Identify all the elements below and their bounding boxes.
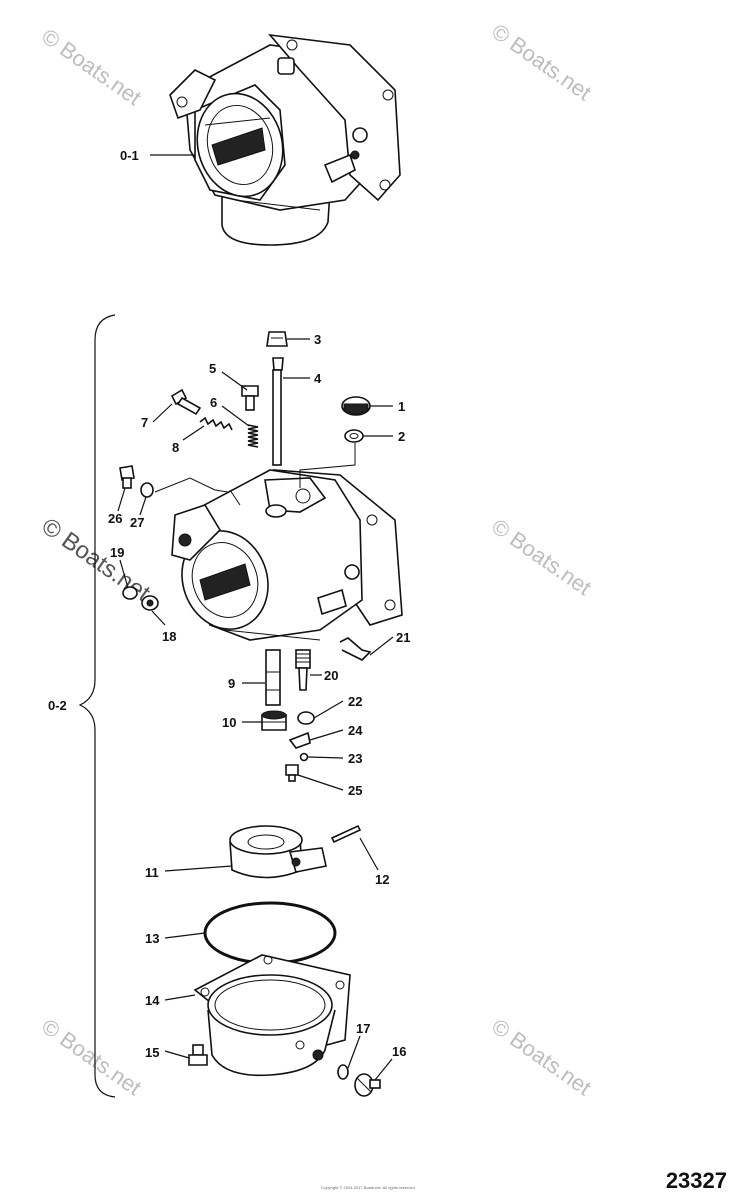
part-15-screw <box>188 1044 208 1066</box>
callout-18: 18 <box>162 629 176 644</box>
carburetor-assembly-top <box>169 33 401 246</box>
part-16-bolt <box>354 1073 381 1097</box>
callout-20: 20 <box>324 668 338 683</box>
part-10-plug <box>261 710 287 731</box>
part-5-screw <box>241 385 259 411</box>
watermark-top-right: © Boats.net <box>487 19 596 106</box>
callout-9: 9 <box>228 676 235 691</box>
callout-22: 22 <box>348 694 362 709</box>
callout-14: 14 <box>145 993 160 1008</box>
callout-8: 8 <box>172 440 179 455</box>
callout-23: 23 <box>348 751 362 766</box>
callout-5: 5 <box>209 361 216 376</box>
part-3-screw <box>266 331 288 347</box>
callout-24: 24 <box>348 723 363 738</box>
watermark-mid-right: © Boats.net <box>487 514 596 601</box>
part-27-washer <box>140 482 154 498</box>
callout-3: 3 <box>314 332 321 347</box>
copyright-text: Copyright © 2004-2017 Boats.net. All rig… <box>321 1185 416 1190</box>
part-13-gasket <box>203 901 337 965</box>
callout-15: 15 <box>145 1045 159 1060</box>
diagram-number: 23327 <box>665 1168 727 1193</box>
callout-6: 6 <box>210 395 217 410</box>
callout-21: 21 <box>396 630 410 645</box>
part-17-washer <box>337 1064 349 1080</box>
callout-19: 19 <box>110 545 124 560</box>
part-6-spring <box>247 424 259 448</box>
callout-16: 16 <box>392 1044 406 1059</box>
callout-12: 12 <box>375 872 389 887</box>
part-20-needle <box>295 649 311 691</box>
callout-25: 25 <box>348 783 362 798</box>
carburetor-body <box>171 469 403 641</box>
part-8-spring <box>199 416 233 431</box>
part-18-nut <box>141 595 159 611</box>
part-24-lever <box>288 731 311 749</box>
callout-17: 17 <box>356 1021 370 1036</box>
assembly-brace <box>78 314 116 1098</box>
callout-numbers: 1 2 3 4 5 6 7 8 9 10 11 12 13 14 15 16 1… <box>108 332 410 1060</box>
callout-26: 26 <box>108 511 122 526</box>
part-25-screw <box>285 764 299 782</box>
watermark-top-left: © Boats.net <box>37 24 146 111</box>
callout-4: 4 <box>314 371 322 386</box>
leader-lines <box>117 338 394 1081</box>
part-7-screw <box>170 388 202 416</box>
part-1-cap <box>341 396 371 416</box>
part-11-float <box>229 825 327 879</box>
callout-13: 13 <box>145 931 159 946</box>
callout-27: 27 <box>130 515 144 530</box>
part-4-rod <box>272 357 284 466</box>
part-22-oring <box>297 711 315 725</box>
callout-1: 1 <box>398 399 405 414</box>
callout-7: 7 <box>141 415 148 430</box>
callout-11: 11 <box>145 865 159 880</box>
part-12-pin <box>330 824 362 844</box>
part-26-screw <box>119 465 135 489</box>
assembly-label-0-1: 0-1 <box>120 148 139 163</box>
part-9-tube <box>265 649 281 706</box>
watermark-bottom-right: © Boats.net <box>487 1014 596 1101</box>
callout-2: 2 <box>398 429 405 444</box>
assembly-label-0-2: 0-2 <box>48 698 67 713</box>
watermark-bottom-left: © Boats.net <box>37 1014 146 1101</box>
part-23-washer <box>299 752 309 762</box>
part-19-washer <box>122 586 138 600</box>
part-14-bowl <box>193 954 351 1077</box>
part-2-washer <box>344 429 364 443</box>
part-21-clip <box>339 637 372 661</box>
callout-10: 10 <box>222 715 236 730</box>
